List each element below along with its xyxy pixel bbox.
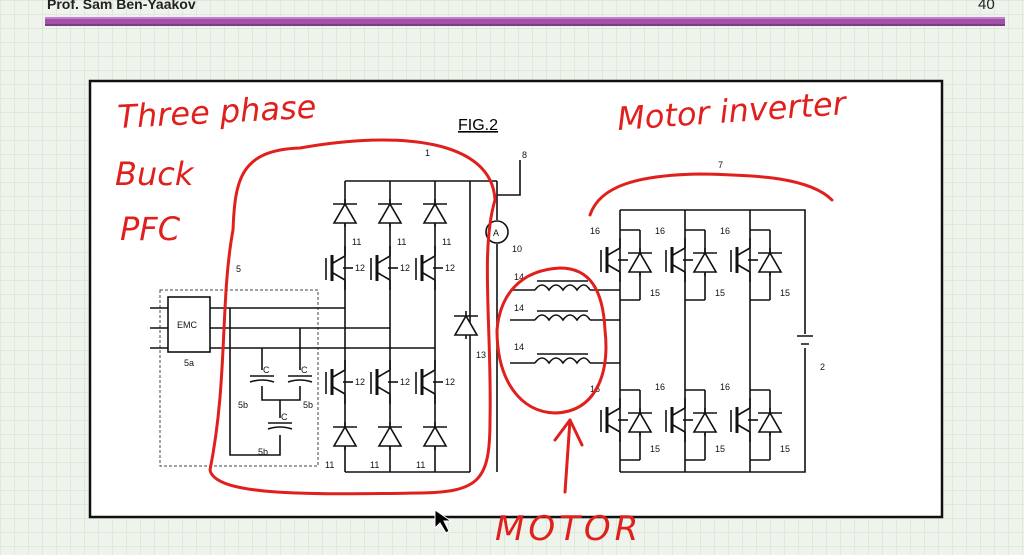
component-label: 15 (780, 444, 790, 454)
component-label: 8 (522, 150, 527, 160)
slide-page-number: 40 (978, 0, 995, 13)
header-divider (45, 17, 1005, 26)
component-label: 13 (476, 350, 486, 360)
component-label: 1 (425, 148, 430, 158)
component-label: 16 (655, 226, 665, 236)
component-label: 11 (442, 237, 451, 247)
component-label: 11 (352, 237, 361, 247)
component-label: 12 (400, 377, 410, 387)
component-label: 12 (445, 263, 455, 273)
component-label: 15 (715, 288, 725, 298)
component-label: 11 (370, 460, 379, 470)
component-label: C (301, 365, 308, 375)
component-label: 11 (416, 460, 425, 470)
component-label: 15 (650, 444, 660, 454)
component-label: 16 (720, 226, 730, 236)
component-label: 12 (355, 377, 365, 387)
slide-author: Prof. Sam Ben-Yaakov (47, 0, 196, 12)
buck-pfc-rectifier: 11 11 11 12 12 12 12 12 12 11 11 11 13 1 (324, 148, 497, 473)
component-label: 11 (325, 460, 334, 470)
figure-frame (88, 79, 944, 519)
component-label: 16 (590, 226, 600, 236)
component-label: 15 (780, 288, 790, 298)
component-label: 11 (397, 237, 406, 247)
component-label: 15 (715, 444, 725, 454)
component-label: 14 (514, 303, 524, 313)
annotation-pfc: PFC (120, 210, 181, 248)
component-label: 5b (258, 447, 268, 457)
component-label: 12 (400, 263, 410, 273)
component-label: 10 (512, 244, 522, 254)
emc-input-filter: EMC 5a 5 C C C 5b 5b 5b (150, 264, 435, 467)
component-label: A (493, 228, 499, 238)
component-label: 14 (514, 342, 524, 352)
component-label: 5b (238, 400, 248, 410)
component-label: C (263, 365, 270, 375)
component-label: 14 (514, 272, 524, 282)
component-label: 7 (718, 160, 723, 170)
component-label: 12 (445, 377, 455, 387)
component-label: 12 (355, 263, 365, 273)
component-label: 16 (720, 382, 730, 392)
component-label: C (281, 412, 288, 422)
annotation-buck: Buck (115, 155, 195, 193)
component-label: 5 (236, 264, 241, 274)
component-label: 5b (303, 400, 313, 410)
component-label: 2 (820, 362, 825, 372)
annotation-motor: MOTOR (495, 509, 642, 549)
component-label: EMC (177, 320, 198, 330)
component-label: 15 (650, 288, 660, 298)
component-label: 16 (655, 382, 665, 392)
figure-title: FIG.2 (458, 117, 498, 134)
component-label: 5a (184, 358, 194, 368)
mouse-cursor-icon (434, 509, 453, 534)
